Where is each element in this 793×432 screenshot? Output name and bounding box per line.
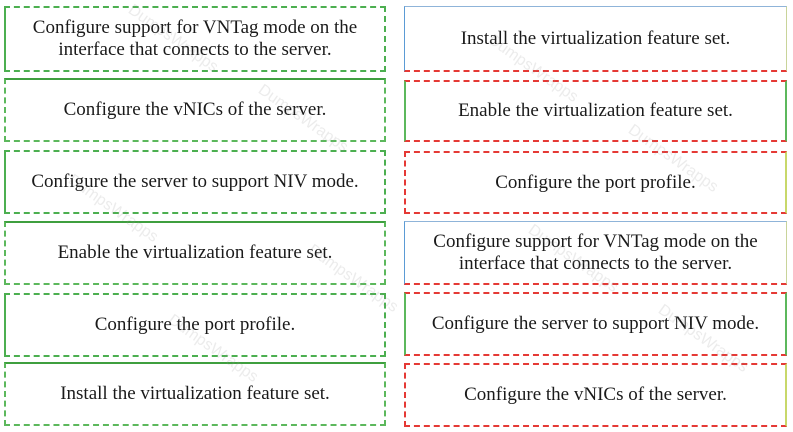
answer-slot-5[interactable]: Configure the server to support NIV mode… xyxy=(404,292,787,356)
source-item-label: Install the virtualization feature set. xyxy=(60,383,330,404)
source-item-label: Configure support for VNTag mode on the … xyxy=(32,17,358,60)
answer-slot-label: Configure the port profile. xyxy=(495,171,696,193)
source-item-enable-virtualization[interactable]: Enable the virtualization feature set. xyxy=(4,221,386,285)
source-item-label: Configure the port profile. xyxy=(94,314,296,335)
answer-slot-label: Configure the server to support NIV mode… xyxy=(431,313,760,334)
source-item-vnics[interactable]: Configure the vNICs of the server. xyxy=(4,78,386,142)
source-item-label: Enable the virtualization feature set. xyxy=(57,242,333,263)
source-item-niv-mode[interactable]: Configure the server to support NIV mode… xyxy=(4,150,386,214)
answer-slot-4[interactable]: Configure support for VNTag mode on the … xyxy=(404,221,787,285)
answer-slot-6[interactable]: Configure the vNICs of the server. xyxy=(404,363,787,427)
answer-slot-label: Enable the virtualization feature set. xyxy=(458,100,733,121)
source-item-install-virtualization[interactable]: Install the virtualization feature set. xyxy=(4,362,386,426)
answer-slot-label: Install the virtualization feature set. xyxy=(460,27,731,49)
answer-slot-label: Configure support for VNTag mode on the … xyxy=(433,230,758,274)
answer-slot-3[interactable]: Configure the port profile. xyxy=(404,151,787,214)
answer-slot-label: Configure the vNICs of the server. xyxy=(464,384,727,405)
source-item-port-profile[interactable]: Configure the port profile. xyxy=(4,293,386,357)
source-item-label: Configure the server to support NIV mode… xyxy=(31,171,359,192)
source-item-label: Configure the vNICs of the server. xyxy=(63,99,327,120)
answer-slot-2[interactable]: Enable the virtualization feature set. xyxy=(404,80,787,142)
answer-slot-1[interactable]: Install the virtualization feature set. xyxy=(404,6,787,72)
source-item-vntag[interactable]: Configure support for VNTag mode on the … xyxy=(4,6,386,72)
